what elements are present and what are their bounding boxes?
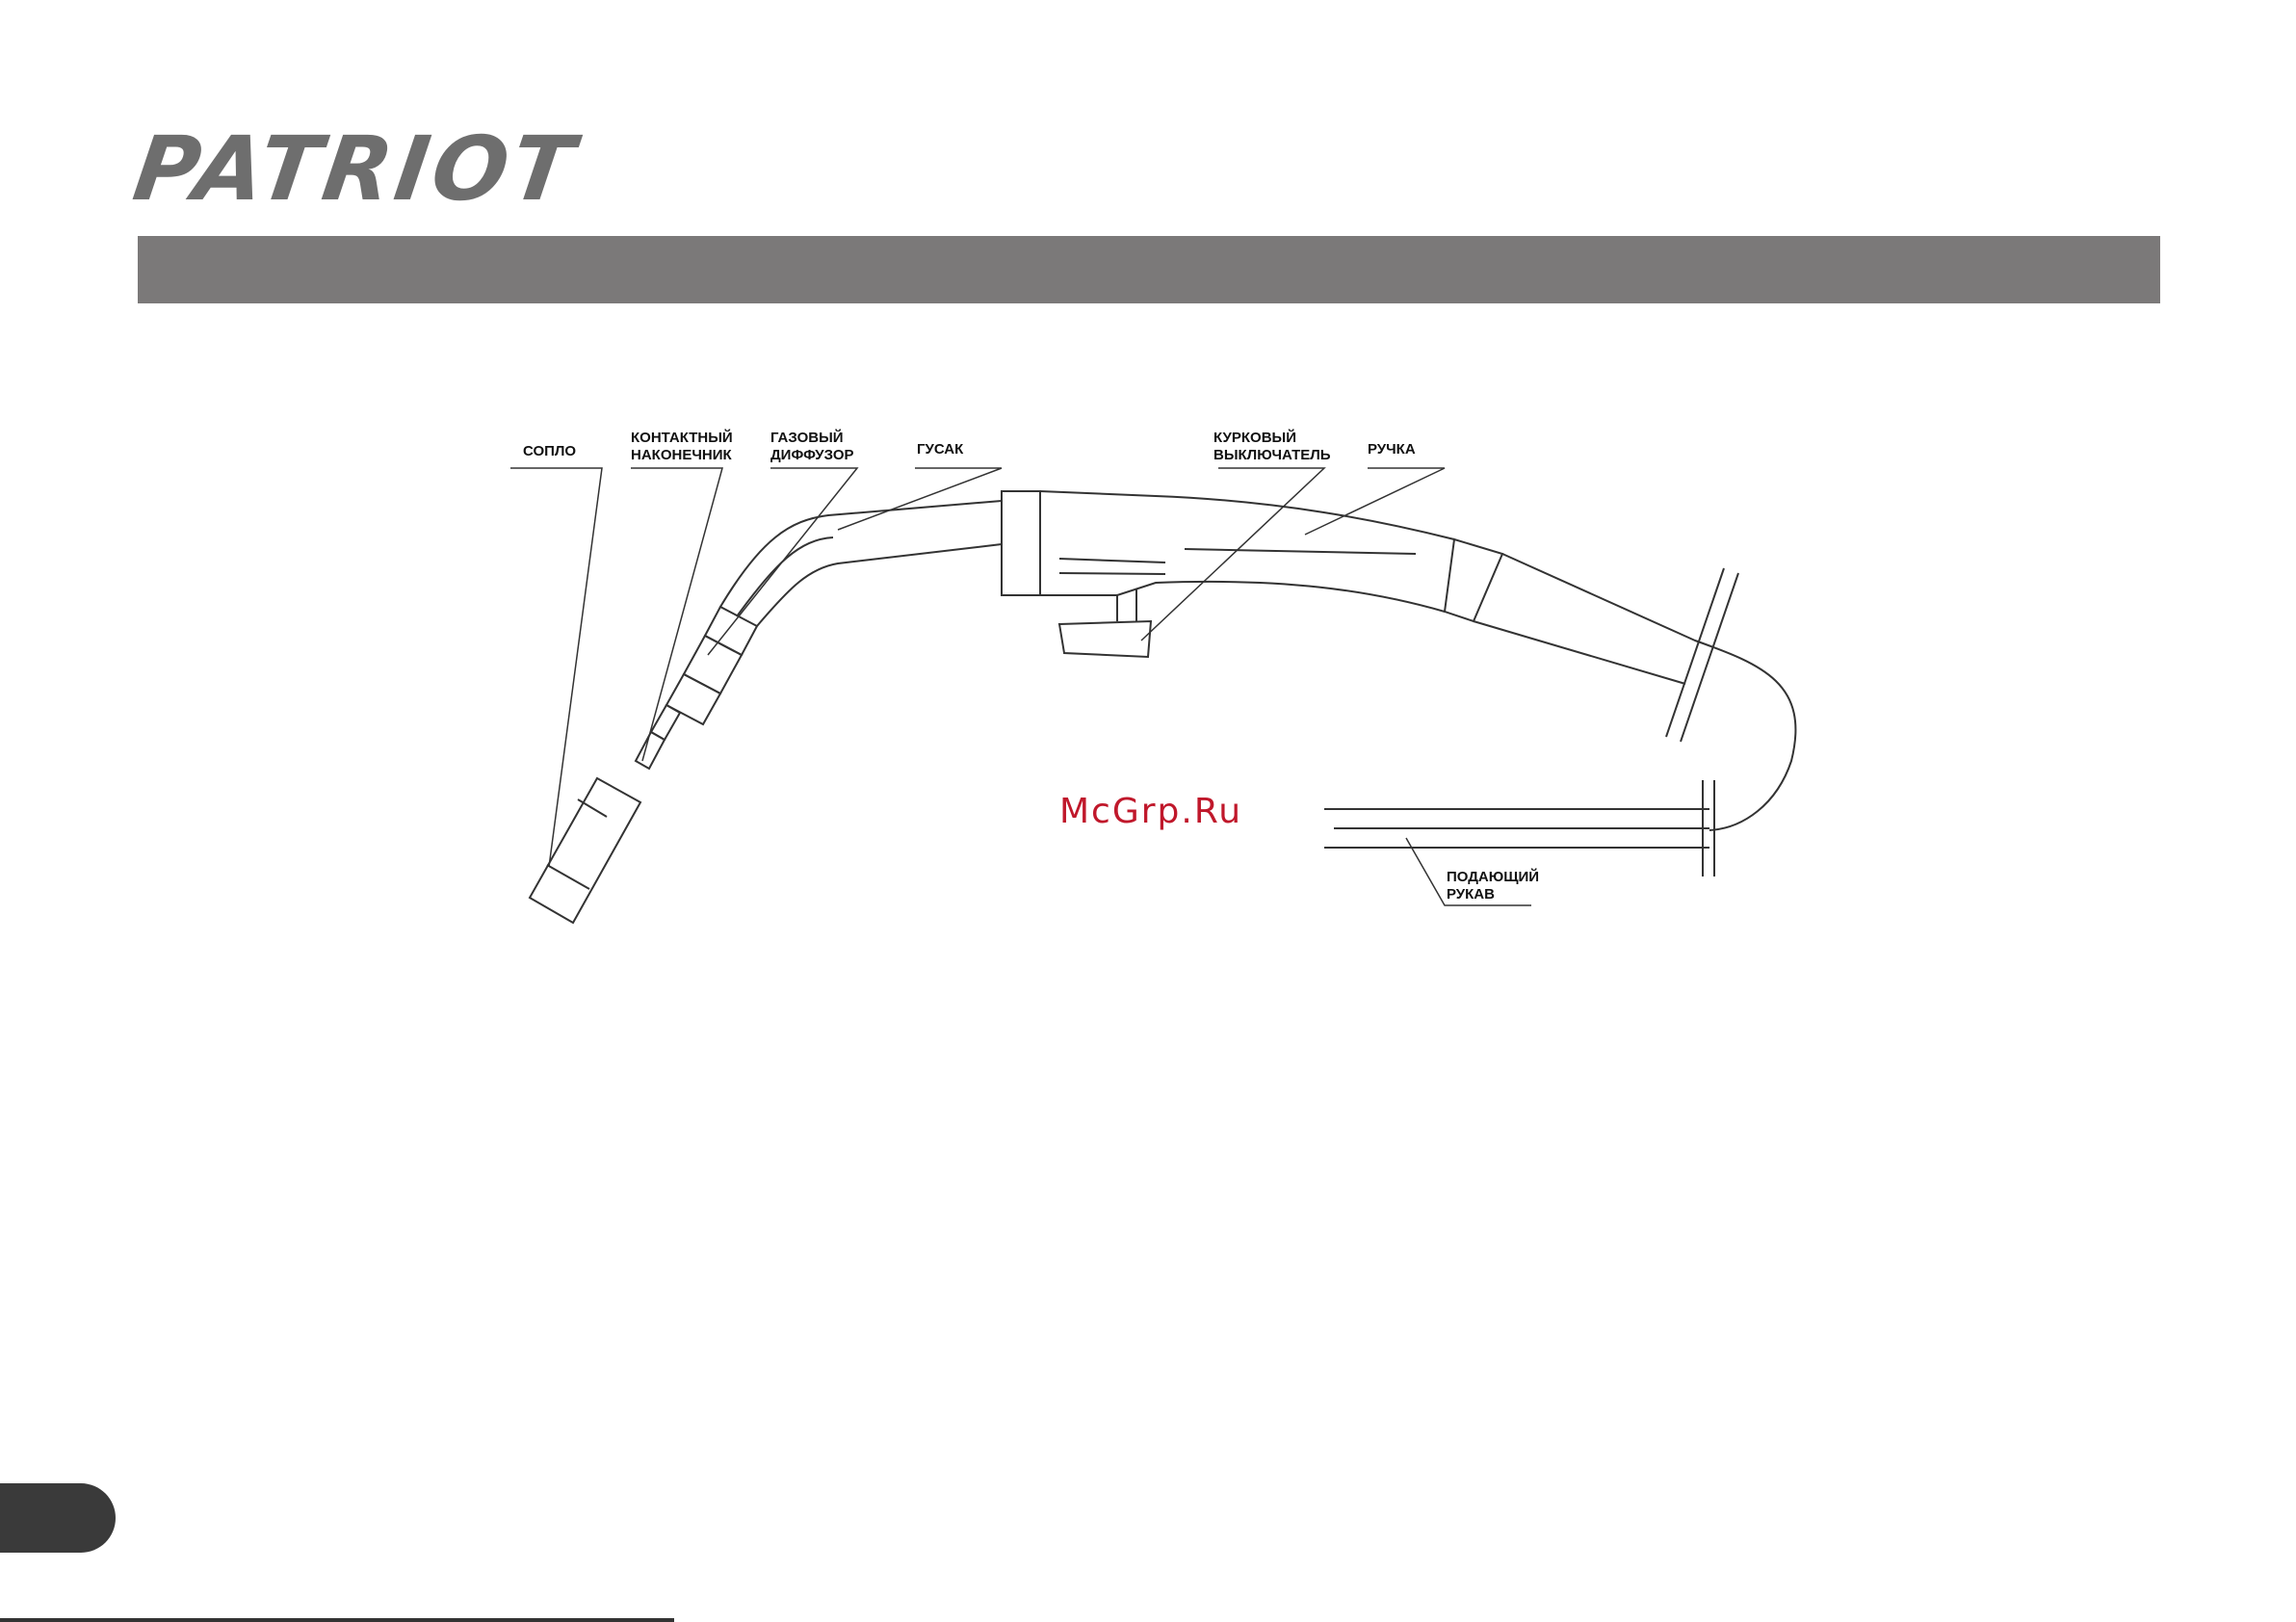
handle-block [1002,491,1040,595]
nozzle-band [547,865,589,889]
leader-nozzle [510,468,602,867]
page-tab [0,1483,116,1553]
gas-diffuser-top [684,636,742,693]
cable-clamp-2 [1681,573,1738,742]
watermark: McGrp.Ru [1059,792,1242,831]
footer-rule [0,1618,674,1622]
leader-trigger [1141,468,1324,641]
handle-sleeve [1445,539,1502,621]
handle-detail-3 [1185,549,1416,554]
nozzle-inner [578,799,607,817]
gooseneck-mid [737,537,833,616]
gas-diffuser-shape [666,674,720,724]
cable-top [1502,554,1795,830]
handle-detail-2 [1059,573,1165,574]
leader-gas-diffuser [708,468,857,655]
label-gooseneck: ГУСАК [917,441,963,458]
trigger-shape [1059,621,1151,657]
handle-body-top [1040,491,1454,539]
leader-handle [1305,468,1445,535]
label-trigger: КУРКОВЫЙ ВЫКЛЮЧАТЕЛЬ [1213,430,1331,464]
gooseneck-outer [720,501,1002,607]
cable-clamp-1 [1666,568,1724,737]
handle-body-bottom [1040,582,1445,612]
nozzle-shape [530,778,640,923]
label-handle: РУЧКА [1368,441,1416,458]
leader-gooseneck [838,468,1002,530]
cable-bottom [1474,621,1685,684]
gooseneck-inner [757,544,1002,626]
label-nozzle: СОПЛО [523,443,576,460]
label-gas-diffuser: ГАЗОВЫЙ ДИФФУЗОР [770,430,854,464]
handle-detail-1 [1059,559,1165,562]
label-contact-tip: КОНТАКТНЫЙ НАКОНЕЧНИК [631,430,733,464]
label-feed-hose: ПОДАЮЩИЙ РУКАВ [1447,869,1539,903]
